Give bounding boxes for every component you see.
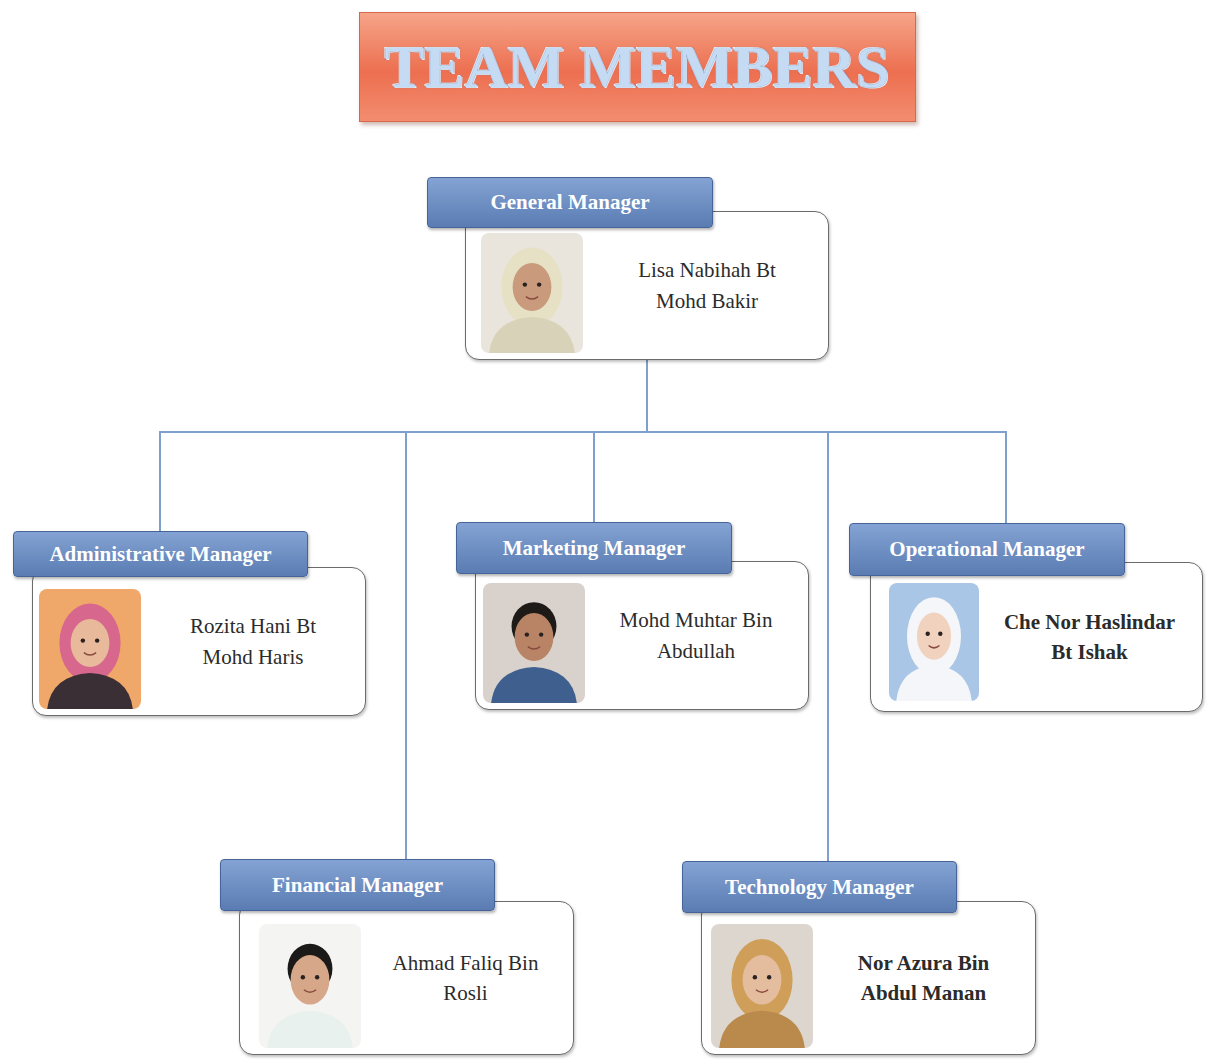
person-name: Nor Azura Bin Abdul Manan	[835, 948, 1013, 1009]
role-title: Marketing Manager	[456, 522, 732, 574]
portrait-photo	[711, 924, 813, 1048]
manager-card: Administrative ManagerRozita Hani Bt Moh…	[32, 567, 366, 716]
manager-card: Marketing ManagerMohd Muhtar Bin Abdulla…	[475, 561, 809, 710]
chart-title: TEAM MEMBERS	[384, 33, 889, 102]
person-name: Ahmad Faliq Bin Rosli	[377, 948, 555, 1009]
manager-card: Technology ManagerNor Azura Bin Abdul Ma…	[701, 901, 1036, 1055]
org-connector	[594, 360, 647, 522]
role-title: Administrative Manager	[13, 531, 308, 577]
role-title: Technology Manager	[682, 861, 957, 913]
person-name: Rozita Hani Bt Mohd Haris	[164, 611, 342, 672]
manager-card: General ManagerLisa Nabihah Bt Mohd Baki…	[465, 211, 829, 360]
portrait-photo	[39, 589, 141, 709]
role-title: Financial Manager	[220, 859, 495, 911]
person-name: Mohd Muhtar Bin Abdullah	[607, 605, 785, 666]
portrait-photo	[889, 583, 979, 701]
org-connector	[647, 360, 1006, 523]
org-connector	[160, 360, 647, 531]
role-title: General Manager	[427, 177, 713, 228]
role-title: Operational Manager	[849, 523, 1125, 576]
manager-card: Operational ManagerChe Nor Haslindar Bt …	[870, 562, 1203, 712]
person-name: Che Nor Haslindar Bt Ishak	[1001, 607, 1179, 668]
person-name: Lisa Nabihah Bt Mohd Bakir	[618, 255, 796, 316]
portrait-photo	[259, 924, 361, 1048]
portrait-photo	[481, 233, 583, 353]
title-banner: TEAM MEMBERS	[359, 12, 916, 122]
manager-card: Financial ManagerAhmad Faliq Bin Rosli	[239, 901, 574, 1055]
portrait-photo	[483, 583, 585, 703]
